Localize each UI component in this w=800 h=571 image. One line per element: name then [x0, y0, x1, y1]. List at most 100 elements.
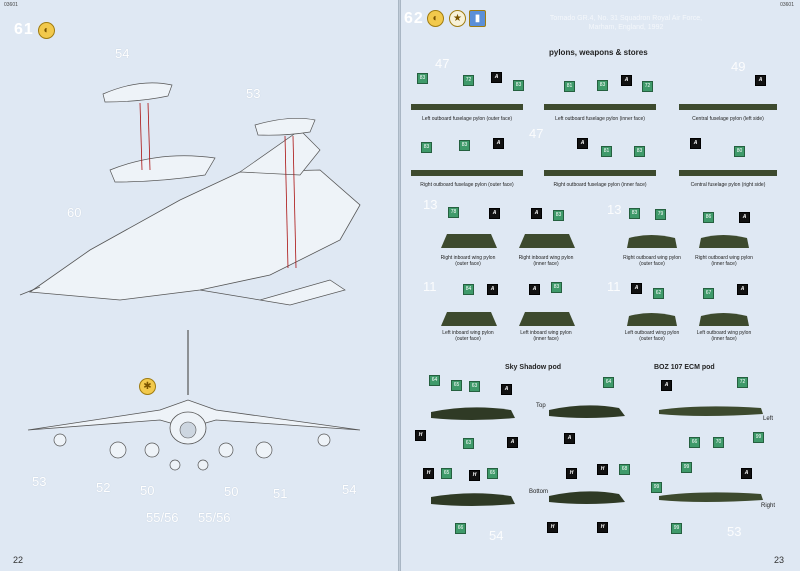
decal-marker: 83: [417, 73, 428, 84]
wing-pylon-caption: Left outboard wing pylon (inner face): [696, 330, 752, 342]
pylon-strip: [411, 104, 523, 110]
paint-symbol-icon-2: ✱: [139, 378, 156, 395]
decal-marker-black: H: [469, 470, 480, 481]
part-number: 60: [67, 205, 82, 220]
decal-marker: 62: [653, 288, 664, 299]
decal-marker: 83: [629, 208, 640, 219]
decal-marker: 86: [703, 212, 714, 223]
decal-marker: 65: [451, 380, 462, 391]
pylon-strip: [544, 104, 656, 110]
view-label-top: Top: [536, 403, 546, 409]
pylon-strip: [679, 104, 777, 110]
wing-pylon-caption: Left inboard wing pylon (outer face): [442, 330, 494, 342]
title-line-2: Marham, England, 1992: [588, 24, 664, 31]
decal-marker-black: A: [621, 75, 632, 86]
aircraft-drawing: [19, 82, 361, 471]
right-page: 03601 62 ◐ ★ ▮ Tornado GR.4, No. 31 Squa…: [401, 0, 800, 571]
title-line-1: Tornado GR.4, No. 31 Squadron Royal Air …: [549, 15, 703, 22]
wing-pylon-caption: Right outboard wing pylon (outer face): [623, 255, 681, 267]
part-number: 13: [607, 202, 622, 217]
part-number: 47: [529, 126, 544, 141]
right-page-code: 03601: [780, 2, 794, 8]
decal-marker: 64: [429, 375, 440, 386]
pylon-caption: Right outboard fuselage pylon (inner fac…: [553, 182, 647, 188]
part-number: 51: [273, 486, 288, 501]
left-page: 03601 61 ◐ ✱ 54 53 60 53 52 50 50 51 54: [0, 0, 399, 571]
decal-marker: 83: [459, 140, 470, 151]
pylon-caption: Right outboard fuselage pylon (outer fac…: [420, 182, 514, 188]
part-number: 52: [96, 480, 111, 495]
part-number: 55/56: [198, 510, 231, 525]
decal-marker: 65: [441, 468, 452, 479]
decal-marker: 66: [455, 523, 466, 534]
decal-marker: 79: [655, 209, 666, 220]
wing-pylon-caption: Right inboard wing pylon (outer face): [440, 255, 496, 267]
decal-marker-black: H: [597, 522, 608, 533]
decal-marker-black: A: [531, 208, 542, 219]
section-skyshadow: Sky Shadow pod: [505, 364, 562, 371]
decal-marker-black: A: [690, 138, 701, 149]
view-label-right: Right: [761, 503, 776, 509]
part-number: 13: [423, 197, 438, 212]
decal-marker-black: H: [547, 522, 558, 533]
wing-pylon-caption: Right outboard wing pylon (inner face): [695, 255, 753, 267]
pylon-caption: Left outboard fuselage pylon (outer face…: [421, 116, 513, 122]
decal-symbol-icon: ▮: [469, 10, 486, 27]
right-step-number: 62: [404, 10, 424, 27]
part-number: 53: [727, 524, 742, 539]
part-number: 11: [423, 279, 437, 294]
part-number: 50: [140, 483, 155, 498]
page-number: 23: [773, 555, 784, 565]
paint-symbol-icon: ◐: [38, 22, 55, 39]
decal-marker: 83: [513, 80, 524, 91]
decal-marker: 72: [737, 377, 748, 388]
decal-marker: 63: [463, 438, 474, 449]
wing-pylon-caption: Left inboard wing pylon (inner face): [520, 330, 572, 342]
decal-marker: 83: [421, 142, 432, 153]
decal-marker: 83: [634, 146, 645, 157]
decal-marker-black: A: [507, 437, 518, 448]
decal-marker: 72: [642, 81, 653, 92]
decal-marker-black: A: [491, 72, 502, 83]
book-gutter: [398, 0, 401, 571]
wing-pylon-caption: Left outboard wing pylon (outer face): [624, 330, 680, 342]
part-number: 53: [246, 86, 261, 101]
pylon-caption: Left outboard fuselage pylon (inner face…: [555, 116, 645, 122]
decal-marker: 66: [689, 437, 700, 448]
part-number: 54: [342, 482, 357, 497]
decal-marker: 81: [601, 146, 612, 157]
paint-symbol-icon: ◐: [427, 10, 444, 27]
part-number: 53: [32, 474, 47, 489]
decal-marker: 72: [463, 75, 474, 86]
decal-marker-black: A: [737, 284, 748, 295]
part-number: 11: [607, 279, 621, 294]
decal-marker: 70: [713, 437, 724, 448]
decal-marker: 99: [753, 432, 764, 443]
decal-marker-black: H: [597, 464, 608, 475]
decal-marker-black: A: [739, 212, 750, 223]
decal-marker: 83: [597, 80, 608, 91]
part-number: 54: [489, 528, 504, 543]
decal-marker-black: A: [661, 380, 672, 391]
decal-marker-black: A: [501, 384, 512, 395]
part-number: 47: [435, 56, 450, 71]
left-page-code: 03601: [4, 2, 18, 8]
decal-marker: 83: [553, 210, 564, 221]
decal-marker-black: H: [415, 430, 426, 441]
part-number: 49: [731, 59, 746, 74]
wing-pylon-caption: Right inboard wing pylon (inner face): [518, 255, 574, 267]
decal-marker-black: A: [631, 283, 642, 294]
pylon-caption: Central fuselage pylon (left side): [692, 116, 764, 122]
decal-marker: 65: [487, 468, 498, 479]
decal-marker: 99: [681, 462, 692, 473]
page-number: 22: [13, 555, 24, 565]
view-label-left: Left: [763, 416, 774, 422]
decal-marker: 83: [551, 282, 562, 293]
decal-marker: 81: [564, 81, 575, 92]
decal-marker-black: A: [493, 138, 504, 149]
section-boz: BOZ 107 ECM pod: [654, 364, 715, 371]
decal-marker-black: A: [489, 208, 500, 219]
decal-marker: 63: [469, 381, 480, 392]
decal-marker-black: A: [577, 138, 588, 149]
part-number: 54: [115, 46, 130, 61]
